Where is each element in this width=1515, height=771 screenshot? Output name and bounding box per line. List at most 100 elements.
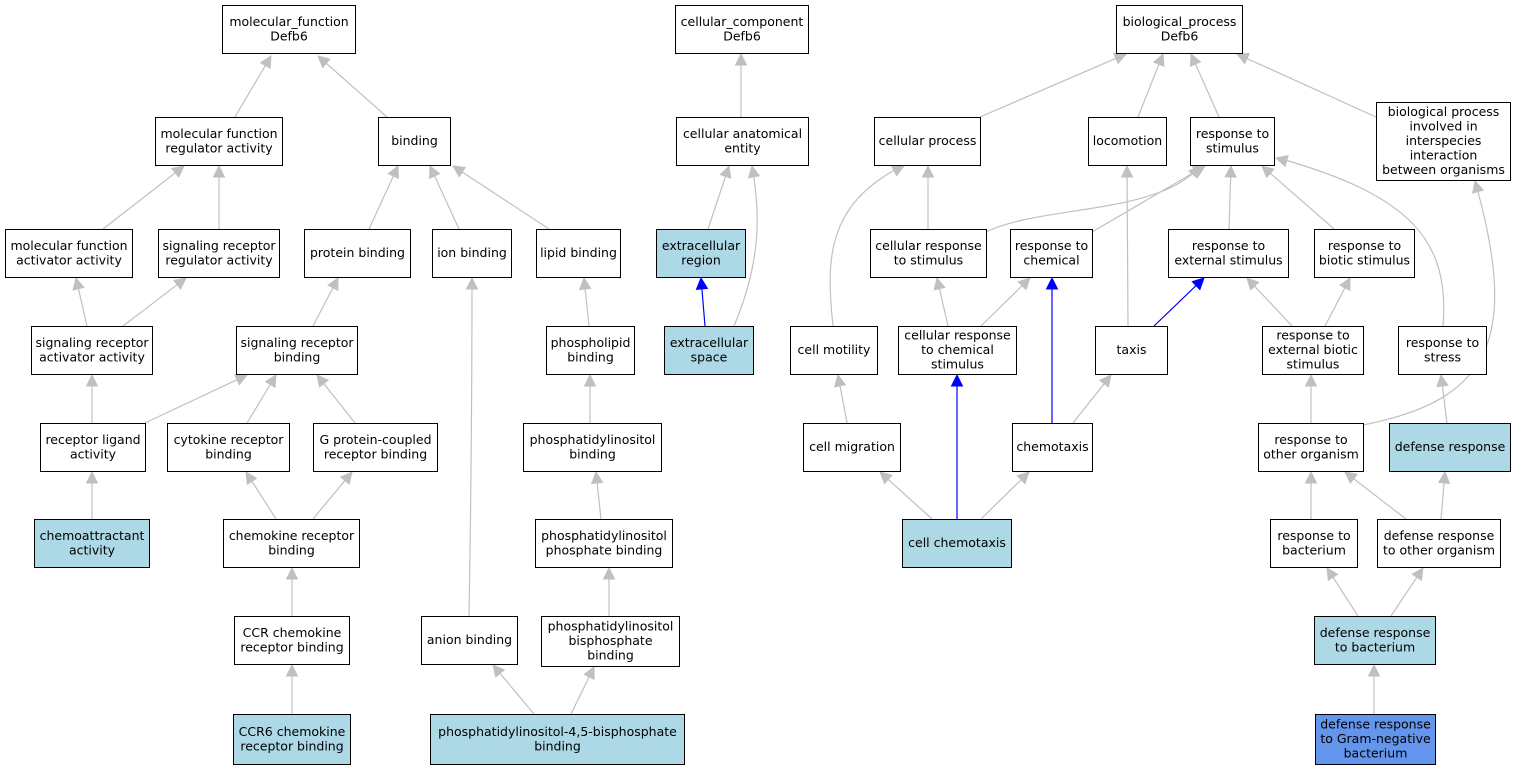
go-term-node-taxis[interactable]: taxis: [1095, 326, 1168, 375]
node-box: [1377, 519, 1501, 568]
node-label-line: lipid binding: [540, 245, 617, 260]
node-label-line: phosphate binding: [546, 542, 663, 557]
node-label-line: extracellular: [670, 335, 749, 350]
node-label-line: defense response: [1320, 717, 1431, 732]
edge-cell_chemo-to-cell_resp_chem: [950, 373, 964, 519]
go-term-node-binding[interactable]: binding: [378, 117, 451, 166]
edge-def_other-to-defense: [1437, 470, 1451, 520]
node-label-line: cellular response: [904, 328, 1011, 343]
edge-chemoattr-to-rec_lig: [85, 470, 99, 519]
edge-def_bact-to-def_other: [1390, 567, 1424, 617]
edge-cc_anat-to-cc_root: [734, 52, 748, 117]
go-term-node-cell-motility[interactable]: cell motility: [790, 326, 878, 375]
node-label-line: binding: [569, 446, 616, 461]
go-term-node-cell-chemo[interactable]: cell chemotaxis: [902, 519, 1012, 568]
node-box: [5, 229, 133, 278]
edge-resp_ext_biotic-to-resp_ext: [1246, 277, 1293, 327]
edge-phospholipid-to-lipid_bind: [578, 276, 592, 327]
edge-resp_ext-to-resp_stim: [1224, 164, 1237, 230]
edge-resp_stress-to-resp_stim: [1274, 154, 1445, 327]
node-label-line: Defb6: [723, 28, 761, 43]
edge-binding-to-mf_root: [317, 55, 388, 118]
go-term-node-lipid-bind[interactable]: lipid binding: [536, 229, 621, 278]
node-box: [1095, 326, 1168, 375]
node-label-line: Defb6: [270, 28, 308, 43]
go-term-node-ion-bind[interactable]: ion binding: [432, 229, 512, 278]
go-term-node-locomotion[interactable]: locomotion: [1088, 117, 1167, 166]
node-box: [541, 616, 680, 667]
node-label-line: involved in: [1409, 119, 1477, 134]
node-label-line: other organism: [1263, 446, 1359, 461]
node-label-line: Defb6: [1161, 28, 1199, 43]
edge-pibp_bind-to-pip_bind: [602, 566, 616, 616]
go-term-node-defense[interactable]: defense response: [1389, 423, 1511, 472]
go-term-node-chemotaxis[interactable]: chemotaxis: [1012, 423, 1093, 472]
edge-ec_space-to-cc_anat: [733, 164, 761, 327]
node-label-line: binding: [587, 648, 634, 663]
node-label-line: bisphosphate: [568, 633, 652, 648]
edge-pi_bind-to-phospholipid: [583, 373, 597, 423]
go-term-node-cell-mig[interactable]: cell migration: [803, 423, 901, 472]
go-term-node-prot-bind[interactable]: protein binding: [304, 229, 411, 278]
node-label-line: binding: [274, 349, 321, 364]
node-label-line: response to: [1276, 328, 1349, 343]
go-term-node-anion-bind[interactable]: anion binding: [421, 616, 518, 665]
node-label-line: cellular anatomical: [683, 126, 802, 141]
edge-taxis-to-resp_ext: [1153, 277, 1205, 327]
edge-cyto_rec-to-sig_bind: [246, 374, 277, 424]
go-term-node-cell-proc[interactable]: cellular process: [874, 117, 981, 166]
edge-prot_bind-to-binding: [368, 164, 399, 230]
node-label-line: anion binding: [427, 632, 512, 647]
edge-def_other-to-resp_other: [1344, 471, 1407, 520]
node-label-line: activator activity: [39, 349, 145, 364]
node-label-line: receptor binding: [240, 639, 343, 654]
go-term-node-pi45[interactable]: phosphatidylinositol-4,5-bisphosphatebin…: [430, 714, 685, 765]
node-label-line: molecular function: [10, 238, 127, 253]
node-label-line: CCR chemokine: [243, 625, 342, 640]
node-box: [874, 117, 981, 166]
node-label-line: chemoattractant: [40, 528, 145, 543]
node-box: [898, 326, 1017, 375]
node-label-line: response to: [1196, 126, 1269, 141]
node-box: [1376, 102, 1511, 181]
edge-resp_biotic-to-resp_stim: [1261, 165, 1335, 230]
node-box: [421, 616, 518, 665]
